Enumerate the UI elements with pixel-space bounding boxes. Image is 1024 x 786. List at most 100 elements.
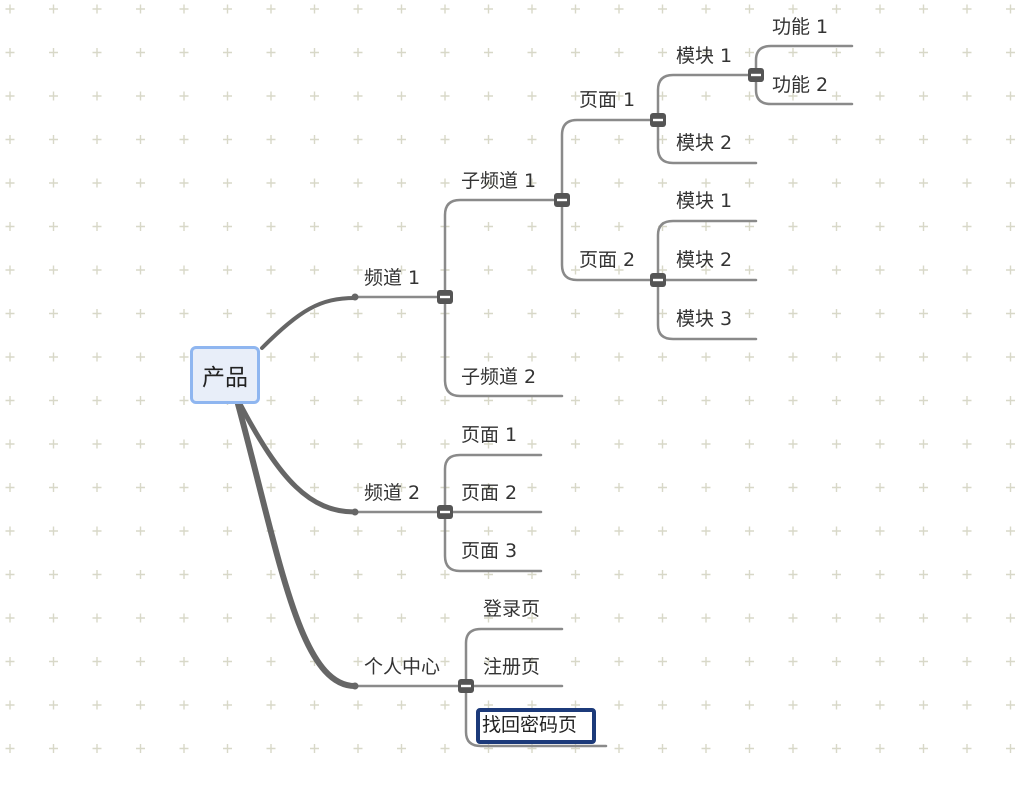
grid-plus-mark <box>266 483 276 492</box>
grid-plus-mark <box>919 309 928 318</box>
node-personal-center[interactable]: 个人中心 <box>364 656 441 678</box>
grid-plus-mark <box>92 352 102 362</box>
grid-plus-mark <box>49 483 58 492</box>
grid-plus-mark <box>353 4 363 14</box>
collapse-button-module1[interactable] <box>748 68 764 82</box>
root-node[interactable]: 产品 <box>190 346 260 404</box>
grid-plus-mark <box>353 744 363 753</box>
grid-plus-mark <box>92 700 102 710</box>
node-module2[interactable]: 模块 2 <box>676 132 733 154</box>
node-channel2-page1[interactable]: 页面 1 <box>461 424 518 446</box>
grid-plus-mark <box>745 526 754 536</box>
grid-plus-mark <box>875 483 885 492</box>
grid-plus-mark <box>5 570 15 579</box>
grid-plus-mark <box>788 744 798 753</box>
grid-plus-mark <box>92 265 102 275</box>
grid-plus-mark <box>266 135 276 144</box>
grid-plus-mark <box>92 222 102 231</box>
grid-plus-mark <box>397 526 406 536</box>
grid-plus-mark <box>745 48 754 57</box>
grid-plus-mark <box>5 48 15 57</box>
grid-plus-mark <box>179 4 189 14</box>
grid-plus-mark <box>832 222 841 231</box>
selected-node-highlight[interactable] <box>476 708 596 744</box>
collapse-button-channel2[interactable] <box>437 505 453 519</box>
grid-plus-mark <box>745 570 754 579</box>
grid-plus-mark <box>484 352 493 362</box>
collapse-button-channel1[interactable] <box>437 290 453 304</box>
grid-plus-mark <box>440 4 450 14</box>
grid-plus-mark <box>832 265 841 275</box>
grid-plus-mark <box>919 91 928 101</box>
grid-plus-mark <box>397 396 406 405</box>
node-recover-password-page[interactable]: 找回密码页 <box>482 714 578 736</box>
grid-plus-mark <box>5 526 15 536</box>
grid-plus-mark <box>484 178 493 188</box>
node-subchannel1[interactable]: 子频道 1 <box>461 170 537 192</box>
grid-plus-mark <box>875 570 885 579</box>
grid-plus-mark <box>962 570 972 579</box>
grid-plus-mark <box>484 483 493 492</box>
grid-plus-mark <box>179 657 189 666</box>
grid-plus-mark <box>875 396 885 405</box>
node-login-page[interactable]: 登录页 <box>483 598 541 620</box>
grid-plus-mark <box>832 700 841 710</box>
grid-plus-mark <box>701 613 711 623</box>
grid-plus-mark <box>788 309 798 318</box>
grid-plus-mark <box>614 48 624 57</box>
trunk-channel2 <box>237 401 358 515</box>
grid-plus-mark <box>1006 48 1015 57</box>
grid-plus-mark <box>875 439 885 449</box>
collapse-button-subchannel1[interactable] <box>554 193 570 207</box>
grid-plus-mark <box>701 91 711 101</box>
grid-plus-mark <box>353 309 363 318</box>
node-page2-module2[interactable]: 模块 2 <box>676 249 733 271</box>
node-module1[interactable]: 模块 1 <box>676 45 733 67</box>
node-page2-module3[interactable]: 模块 3 <box>676 308 733 330</box>
node-feature1[interactable]: 功能 1 <box>772 16 829 38</box>
grid-plus-mark <box>1006 309 1015 318</box>
grid-plus-mark <box>658 178 667 188</box>
grid-plus-mark <box>179 135 189 144</box>
node-page1[interactable]: 页面 1 <box>579 89 636 111</box>
collapse-button-personal[interactable] <box>458 679 474 693</box>
node-register-page[interactable]: 注册页 <box>483 656 541 678</box>
node-feature2[interactable]: 功能 2 <box>772 74 829 96</box>
grid-plus-mark <box>1006 700 1015 710</box>
grid-plus-mark <box>527 396 537 405</box>
grid-plus-mark <box>962 265 972 275</box>
grid-plus-mark <box>875 222 885 231</box>
grid-plus-mark <box>658 744 667 753</box>
grid-plus-mark <box>484 526 493 536</box>
grid-plus-mark <box>266 744 276 753</box>
node-page2-module1[interactable]: 模块 1 <box>676 190 733 212</box>
grid-plus-mark <box>223 526 232 536</box>
grid-plus-mark <box>614 439 624 449</box>
grid-plus-mark <box>179 48 189 57</box>
node-page2[interactable]: 页面 2 <box>579 249 636 271</box>
grid-plus-mark <box>658 4 667 14</box>
grid-plus-mark <box>440 178 450 188</box>
node-channel2-page2[interactable]: 页面 2 <box>461 482 518 504</box>
grid-plus-mark <box>788 700 798 710</box>
grid-plus-mark <box>614 4 624 14</box>
node-channel2-page3[interactable]: 页面 3 <box>461 540 518 562</box>
grid-plus-mark <box>484 48 493 57</box>
node-channel1[interactable]: 频道 1 <box>364 267 421 289</box>
grid-plus-mark <box>701 265 711 275</box>
grid-plus-mark <box>5 135 15 144</box>
collapse-button-page2[interactable] <box>650 273 666 287</box>
node-subchannel2[interactable]: 子频道 2 <box>461 366 537 388</box>
grid-plus-mark <box>614 309 624 318</box>
grid-plus-mark <box>92 483 102 492</box>
trunk-personal <box>235 401 358 689</box>
grid-plus-mark <box>92 439 102 449</box>
grid-plus-mark <box>1006 744 1015 753</box>
grid-plus-mark <box>701 309 711 318</box>
grid-plus-mark <box>571 439 580 449</box>
node-channel2[interactable]: 频道 2 <box>364 482 421 504</box>
grid-plus-mark <box>266 178 276 188</box>
collapse-button-page1[interactable] <box>650 113 666 127</box>
grid-plus-mark <box>397 700 406 710</box>
grid-plus-mark <box>875 744 885 753</box>
